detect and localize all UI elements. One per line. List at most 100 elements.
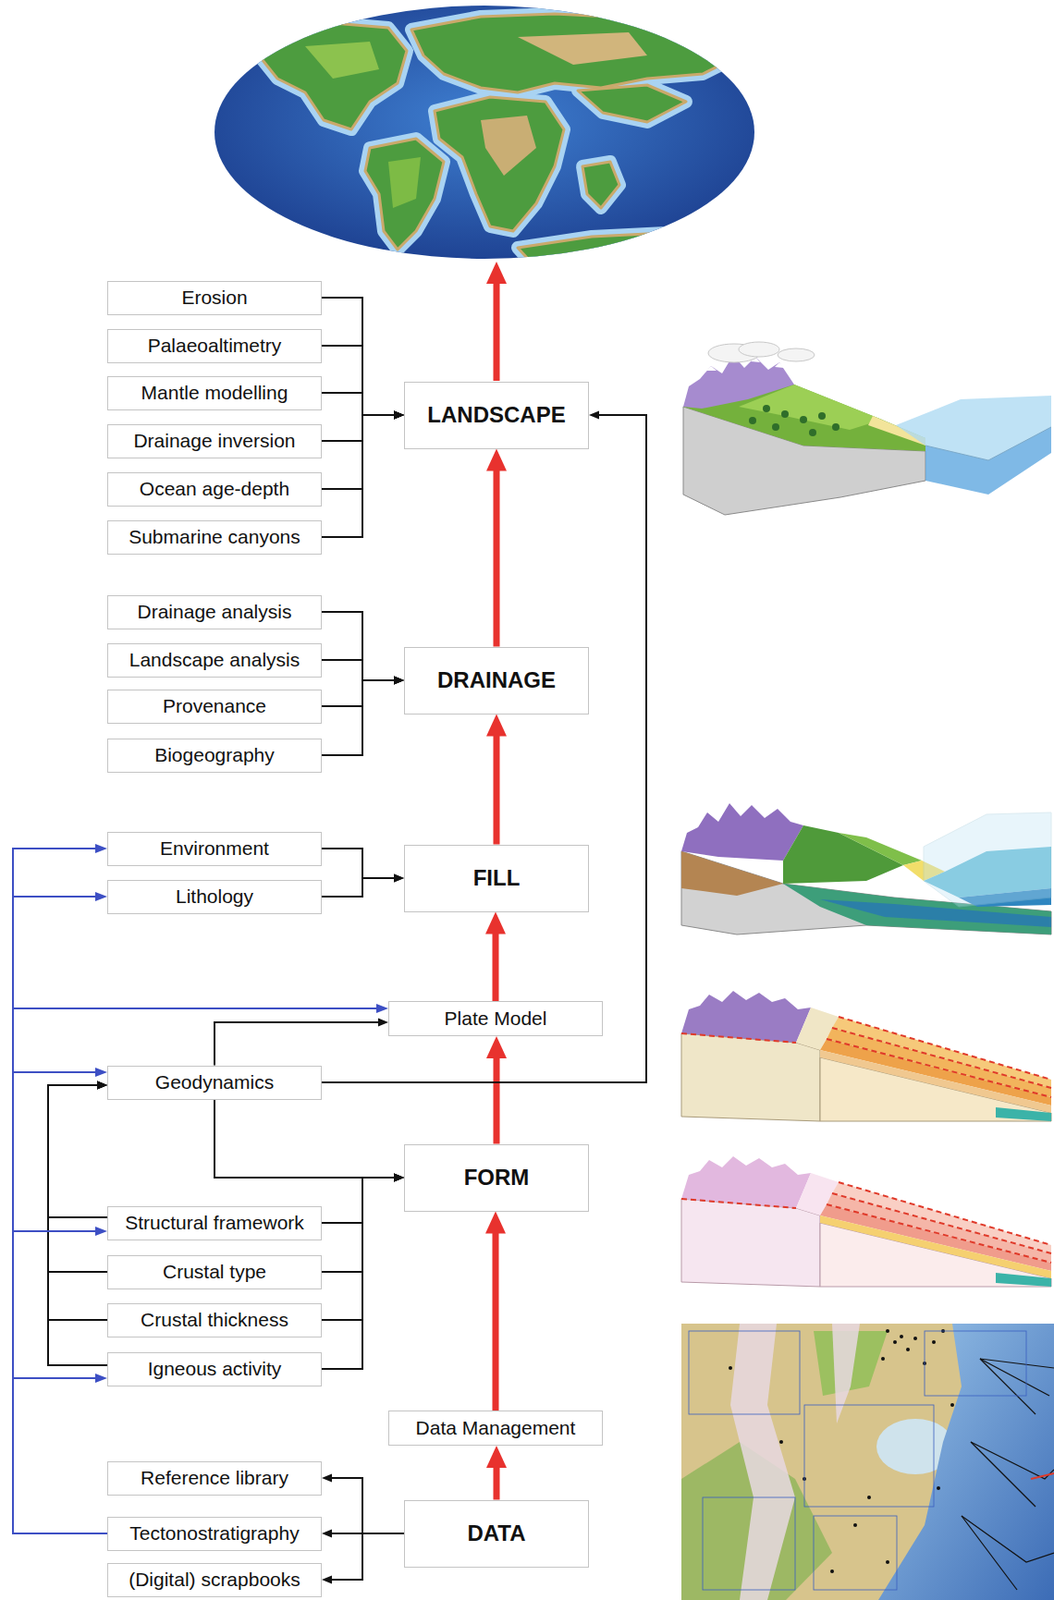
connector-line: [321, 680, 395, 756]
arrowhead: [393, 676, 405, 686]
connector: [12, 1373, 108, 1534]
input-box: Erosion: [107, 281, 322, 316]
connector-line: [321, 1177, 395, 1370]
arrowhead: [486, 449, 507, 472]
connector-line: [12, 1008, 378, 1534]
box-label: Lithology: [175, 885, 254, 908]
box-label: FILL: [473, 865, 521, 892]
connector: [214, 1100, 405, 1183]
connector-line: [12, 1072, 108, 1534]
stage-box: FORM: [404, 1144, 589, 1213]
box-label: Plate Model: [444, 1007, 548, 1030]
arrowhead: [321, 1530, 332, 1539]
arrowhead: [485, 912, 506, 935]
connector-line: [321, 415, 395, 490]
arrowhead: [95, 1067, 108, 1078]
box-label: Data Management: [416, 1417, 577, 1440]
arrowhead: [588, 411, 600, 420]
connector: [486, 1036, 507, 1145]
connector-line: [321, 297, 395, 416]
arrowhead: [321, 1576, 332, 1585]
connector-line: [321, 345, 395, 416]
box-label: Environment: [159, 837, 270, 860]
connector: [321, 1533, 405, 1585]
connector-line: [493, 735, 501, 846]
connector-line: [330, 1478, 405, 1534]
box-label: Tectonostratigraphy: [129, 1522, 299, 1545]
red-arrow: [493, 282, 501, 381]
box-label: Geodynamics: [155, 1071, 274, 1094]
box-label: Landscape analysis: [129, 649, 300, 672]
input-box: Geodynamics: [107, 1066, 322, 1101]
connector: [485, 912, 506, 1003]
connector-line: [321, 415, 395, 442]
connector: [321, 676, 405, 757]
input-box: Crustal type: [107, 1255, 322, 1290]
box-label: DRAINAGE: [437, 667, 556, 694]
connector-line: [321, 680, 395, 707]
arrowhead: [95, 892, 108, 902]
box-label: Erosion: [181, 286, 247, 309]
arrowhead: [393, 1174, 405, 1183]
connector: [48, 1081, 108, 1219]
box-label: Drainage inversion: [133, 429, 295, 453]
process-box: Data Management: [388, 1410, 603, 1447]
arrowhead: [378, 1018, 389, 1028]
box-label: Submarine canyons: [128, 526, 301, 549]
connector: [214, 1018, 389, 1067]
arrowhead: [321, 1474, 332, 1483]
box-label: Drainage analysis: [137, 600, 293, 624]
arrowhead: [486, 1446, 507, 1469]
connector-line: [12, 1378, 108, 1534]
connector-line: [321, 392, 395, 416]
arrowhead: [485, 1212, 506, 1235]
input-box: Structural framework: [107, 1206, 322, 1241]
arrowhead: [393, 1174, 405, 1183]
box-label: (Digital) scrapbooks: [128, 1568, 301, 1592]
arrowhead: [393, 411, 405, 420]
connector: [12, 1004, 389, 1534]
connector-line: [321, 1177, 395, 1273]
connector-line: [321, 612, 395, 681]
stage-box: DRAINAGE: [404, 647, 589, 715]
input-box: Crustal thickness: [107, 1303, 322, 1338]
connector-line: [492, 933, 500, 1003]
connector: [321, 1174, 405, 1371]
input-box: Igneous activity: [107, 1352, 322, 1387]
box-label: Biogeography: [154, 744, 275, 767]
arrowhead: [95, 844, 108, 854]
input-box: Environment: [107, 832, 322, 867]
box-label: Reference library: [140, 1467, 289, 1490]
stage-box: FILL: [404, 845, 589, 913]
connector: [321, 297, 405, 420]
input-box: Ocean age-depth: [107, 472, 322, 507]
connector: [485, 1212, 506, 1412]
arrowhead: [393, 676, 405, 686]
arrowhead: [97, 1081, 108, 1091]
fill-block: [681, 803, 1052, 935]
arrowhead: [393, 411, 405, 420]
box-label: Mantle modelling: [141, 381, 289, 405]
connector: [48, 1081, 108, 1322]
input-box: (Digital) scrapbooks: [107, 1563, 322, 1598]
connector-line: [492, 1233, 500, 1412]
stage-box: DATA: [404, 1500, 589, 1569]
connector: [321, 874, 405, 898]
connector: [12, 844, 108, 1534]
connector: [12, 1226, 108, 1534]
data-map: [681, 1323, 1054, 1600]
arrowhead: [95, 1373, 108, 1384]
connector-line: [330, 1533, 405, 1581]
connector-line: [321, 660, 395, 681]
input-box: Mantle modelling: [107, 376, 322, 411]
globe: [214, 5, 755, 269]
connector: [321, 612, 405, 686]
connector: [321, 345, 405, 420]
arrowhead: [95, 1226, 108, 1237]
connector: [12, 892, 108, 1534]
connector: [486, 449, 507, 648]
arrowhead: [393, 676, 405, 686]
connector: [321, 1474, 405, 1535]
landscape-block: [683, 342, 1052, 515]
